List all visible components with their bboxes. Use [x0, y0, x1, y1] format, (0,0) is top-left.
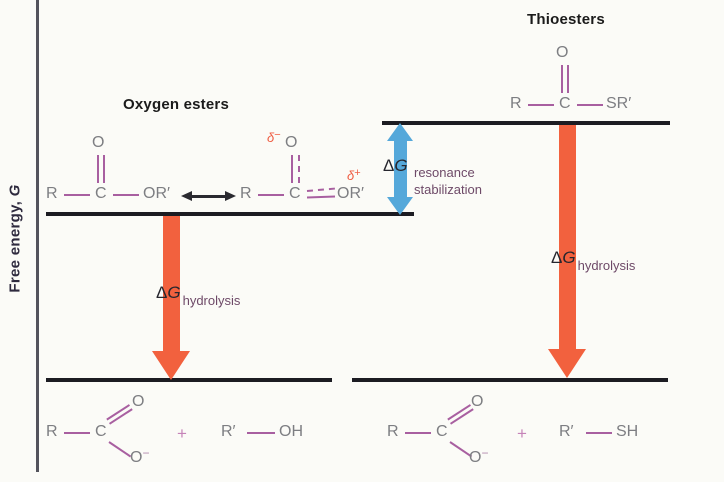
double-bond-c-o — [97, 155, 99, 183]
hydrolysis-arrow-right — [559, 125, 576, 350]
hydrolysis-arrowhead-left — [152, 351, 190, 380]
resonance-equilibrium-arrowhead-left — [181, 191, 192, 201]
atom-or-prime: OR′ — [143, 185, 170, 202]
double-bond-c-o — [103, 155, 105, 183]
bond-c-o-bottom — [108, 441, 132, 458]
minus-sign: − — [274, 129, 281, 141]
resonance-equilibrium-arrow — [190, 195, 227, 198]
atom-r-prime: R′ — [559, 423, 574, 440]
hydrolysis-arrowhead-right — [548, 349, 586, 378]
bond-c-or — [113, 194, 139, 196]
delta-symbol: δ — [267, 130, 275, 145]
atom-o-bottom: O — [469, 449, 482, 466]
atom-or-prime: OR′ — [337, 185, 364, 202]
atom-c: C — [436, 423, 448, 440]
delta-g-symbol: ΔG — [551, 248, 576, 267]
bond-r-sh — [586, 432, 612, 434]
atom-c: C — [559, 95, 571, 112]
resonance-equilibrium-arrowhead-right — [225, 191, 236, 201]
label-delta-g-resonance: ΔG — [383, 156, 408, 176]
atom-r-prime: R′ — [221, 423, 236, 440]
delta-symbol: δ — [347, 168, 355, 183]
stabilization-text: stabilization — [414, 182, 482, 197]
atom-o-top: O — [132, 393, 145, 410]
atom-c: C — [289, 185, 301, 202]
hydrolysis-subscript: hydrolysis — [182, 293, 241, 308]
free-energy-axis-line — [36, 0, 39, 472]
atom-c: C — [95, 423, 107, 440]
delta-plus: δ+ — [347, 167, 361, 184]
label-resonance-stabilization: resonance stabilization — [414, 164, 482, 198]
bond-r-c — [64, 432, 90, 434]
negative-charge: − — [481, 446, 489, 460]
bond-r-c — [64, 194, 90, 196]
title-thioesters: Thioesters — [527, 11, 605, 28]
delta-g-symbol: ΔG — [383, 156, 408, 175]
title-oxygen-esters: Oxygen esters — [123, 96, 229, 113]
atom-r: R — [240, 185, 252, 202]
partial-bond-c-or-solid — [306, 195, 336, 199]
axis-label-symbol-g: G — [6, 184, 24, 197]
atom-o-bottom: O — [130, 449, 143, 466]
axis-label: Free energy, G — [7, 144, 24, 334]
bond-r-c — [528, 104, 554, 106]
g-symbol: G — [562, 248, 576, 267]
delta-g-symbol: ΔG — [156, 283, 181, 302]
hydrolysis-arrow-left — [163, 216, 180, 352]
resonance-text: resonance — [414, 165, 475, 180]
bond-r-c — [258, 194, 284, 196]
bond-r-oh — [247, 432, 275, 434]
level-line-thioester — [382, 121, 670, 125]
g-symbol: G — [394, 156, 408, 175]
plus-sign: + — [354, 167, 361, 179]
atom-r: R — [387, 423, 399, 440]
double-bond-c-o — [561, 65, 563, 93]
resonance-stabilization-arrowhead-up — [387, 123, 413, 141]
atom-o-minus: O− — [469, 446, 488, 466]
resonance-stabilization-arrowhead-down — [387, 197, 413, 215]
delta-symbol: Δ — [551, 248, 563, 267]
negative-charge: − — [142, 446, 150, 460]
atom-o: O — [285, 134, 298, 151]
delta-symbol: Δ — [383, 156, 395, 175]
resonance-stabilization-arrow — [394, 140, 407, 198]
g-symbol: G — [167, 283, 181, 302]
atom-oh: OH — [279, 423, 303, 440]
plus-sign: + — [517, 424, 527, 443]
bond-r-c — [405, 432, 431, 434]
atom-c: C — [95, 185, 107, 202]
atom-r: R — [510, 95, 522, 112]
delta-symbol: Δ — [156, 283, 168, 302]
atom-sr-prime: SR′ — [606, 95, 632, 112]
plus-sign: + — [177, 424, 187, 443]
double-bond-c-o — [106, 404, 134, 427]
bond-c-sr — [577, 104, 603, 106]
axis-label-text: Free energy, — [6, 196, 24, 293]
atom-o-top: O — [471, 393, 484, 410]
partial-bond-c-or-dashed — [306, 187, 335, 192]
level-line-products-right — [352, 378, 668, 382]
level-line-oxygen-ester — [46, 212, 414, 216]
atom-o: O — [92, 134, 105, 151]
atom-sh: SH — [616, 423, 639, 440]
atom-r: R — [46, 423, 58, 440]
atom-o-minus: O− — [130, 446, 149, 466]
atom-o: O — [556, 44, 569, 61]
level-line-products-left — [46, 378, 332, 382]
delta-minus: δ− — [267, 129, 281, 146]
atom-r: R — [46, 185, 58, 202]
partial-bond-c-o-solid — [291, 155, 293, 183]
hydrolysis-subscript: hydrolysis — [577, 258, 636, 273]
partial-bond-c-o-dashed — [298, 155, 300, 183]
double-bond-c-o — [567, 65, 569, 93]
